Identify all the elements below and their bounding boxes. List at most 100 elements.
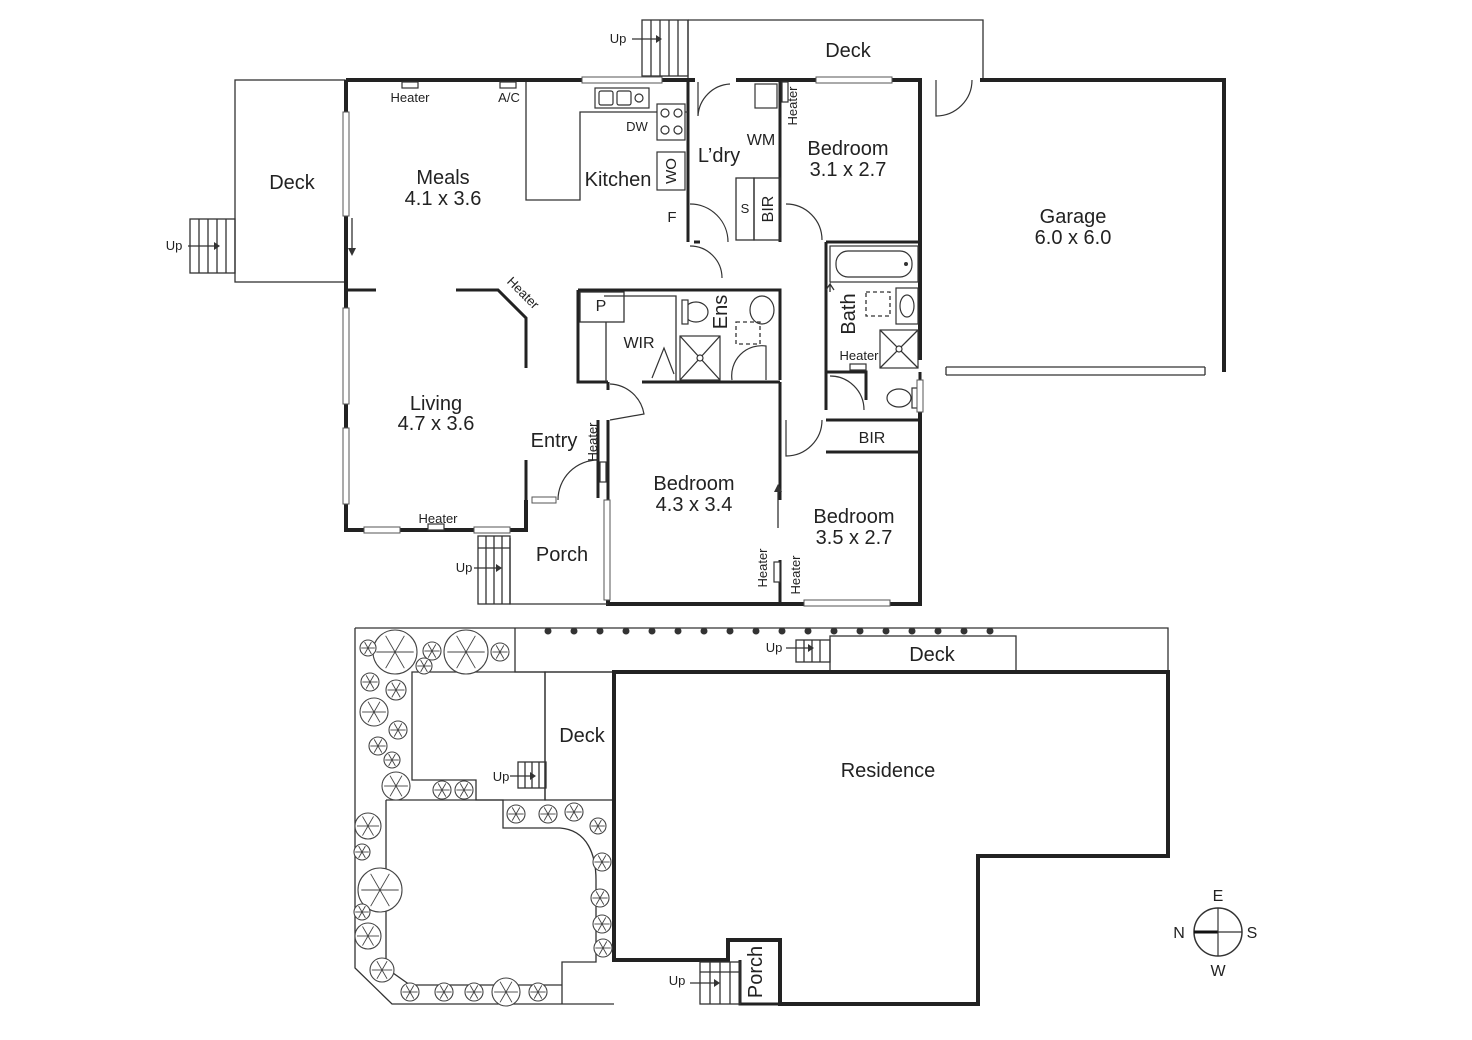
pantry [579,291,625,323]
shrub-icon [357,867,403,913]
residence-outline [612,670,1170,1006]
ensuite-fixtures [679,295,775,381]
house-plan: Deck Deck Meals 4.1 x 3.6 Kitchen L’dry … [166,19,1226,607]
shrub-icon [564,802,584,822]
meals-dimensions: 4.1 x 3.6 [405,188,482,210]
shrub-icon [400,982,420,1002]
compass-rose: N S E W [1173,888,1257,980]
up-label-west-deck: Up [166,238,183,253]
fence-post [778,627,786,635]
bir-side-label: BIR [859,430,886,447]
shrub-icon [464,982,484,1002]
site-top-deck-stairs [786,639,831,663]
fence-post [986,627,994,635]
shrub-icon [359,639,377,657]
bedroom-se-label: Bedroom [813,506,894,528]
shrub-icon [368,736,388,756]
shrub-icon [593,938,613,958]
bir-laundry [753,177,781,241]
residence-label: Residence [841,760,936,782]
washing-machine-label: WM [747,132,775,149]
house-exterior-walls [344,78,922,606]
garage-door [935,79,973,117]
compass-east: E [1213,888,1224,905]
shrub-icon [360,672,380,692]
shrub-icon [491,977,521,1007]
compass-west: W [1210,963,1226,980]
kitchen-label: Kitchen [585,169,652,191]
top-garden-bed [514,628,1168,673]
laundry-door [697,82,731,117]
ensuite-door [731,345,767,381]
bath-fixtures [829,245,919,409]
heater-label-bedroom-se: Heater [788,555,803,595]
bedroom-ne-label: Bedroom [807,138,888,160]
fence-post [752,627,760,635]
shrub-icon [415,657,433,675]
heater-label-living-south: Heater [418,511,458,526]
bedroom-main-dimensions: 4.3 x 3.4 [656,494,733,516]
fence-post [726,627,734,635]
shrub-icon [354,922,382,950]
laundry-label: L’dry [698,145,740,167]
heater-label-bath: Heater [839,348,879,363]
ensuite-label: Ens [710,295,732,329]
fence-post [908,627,916,635]
shrub-icon [490,642,510,662]
garage-label: Garage [1040,206,1107,228]
shrub-icon [592,914,612,934]
shrub-icon [434,982,454,1002]
shrub-icon [589,817,607,835]
up-label-site-porch: Up [669,973,686,988]
up-label-site-top: Up [766,640,783,655]
fence-posts [544,627,994,635]
bir-laundry-label: BIR [760,196,777,223]
fence-post [856,627,864,635]
shrub-icon [353,843,371,861]
top-deck-outline [688,19,984,78]
kitchen-sink [594,87,650,109]
shrub-icon [383,751,401,769]
shrub-icon [359,697,389,727]
site-mid-deck-stairs [510,761,547,789]
shrub-icon [592,852,612,872]
up-label-top-deck: Up [610,31,627,46]
site-mid-deck-label: Deck [559,725,606,747]
wall-oven [656,151,686,191]
shrub-icon [369,957,395,983]
porch-label: Porch [536,544,588,566]
pantry-label: P [596,298,607,315]
shrub-icon [372,629,418,675]
wir-door [651,346,675,379]
shrub-icon [354,812,382,840]
fence-post [882,627,890,635]
entry-label: Entry [531,430,578,452]
site-plan: Deck Deck Residence Porch Up Up Up [353,627,1170,1007]
bedroom-se-door [785,419,823,457]
windows [342,76,924,607]
compass-north: N [1173,925,1185,942]
fence-post [622,627,630,635]
fence-post [570,627,578,635]
shrub-icon [388,720,408,740]
living-label: Living [410,393,462,415]
shrub-icon [381,771,411,801]
living-dimensions: 4.7 x 3.6 [398,413,475,435]
ac-label: A/C [498,90,520,105]
shrub-icon [538,804,558,824]
west-deck-label: Deck [269,172,316,194]
top-deck-stairs [632,19,689,77]
shrub-icon [385,679,407,701]
laundry-tub [754,83,778,109]
fence-post [960,627,968,635]
fence-post [830,627,838,635]
wir-label: WIR [623,335,654,352]
fence-post [934,627,942,635]
fence-post [648,627,656,635]
meals-label: Meals [416,167,469,189]
dishwasher-label: DW [626,119,648,134]
bedroom-main-door [609,383,645,421]
heater-label-living: Heater [504,274,543,313]
heater-label-entry: Heater [585,422,600,462]
